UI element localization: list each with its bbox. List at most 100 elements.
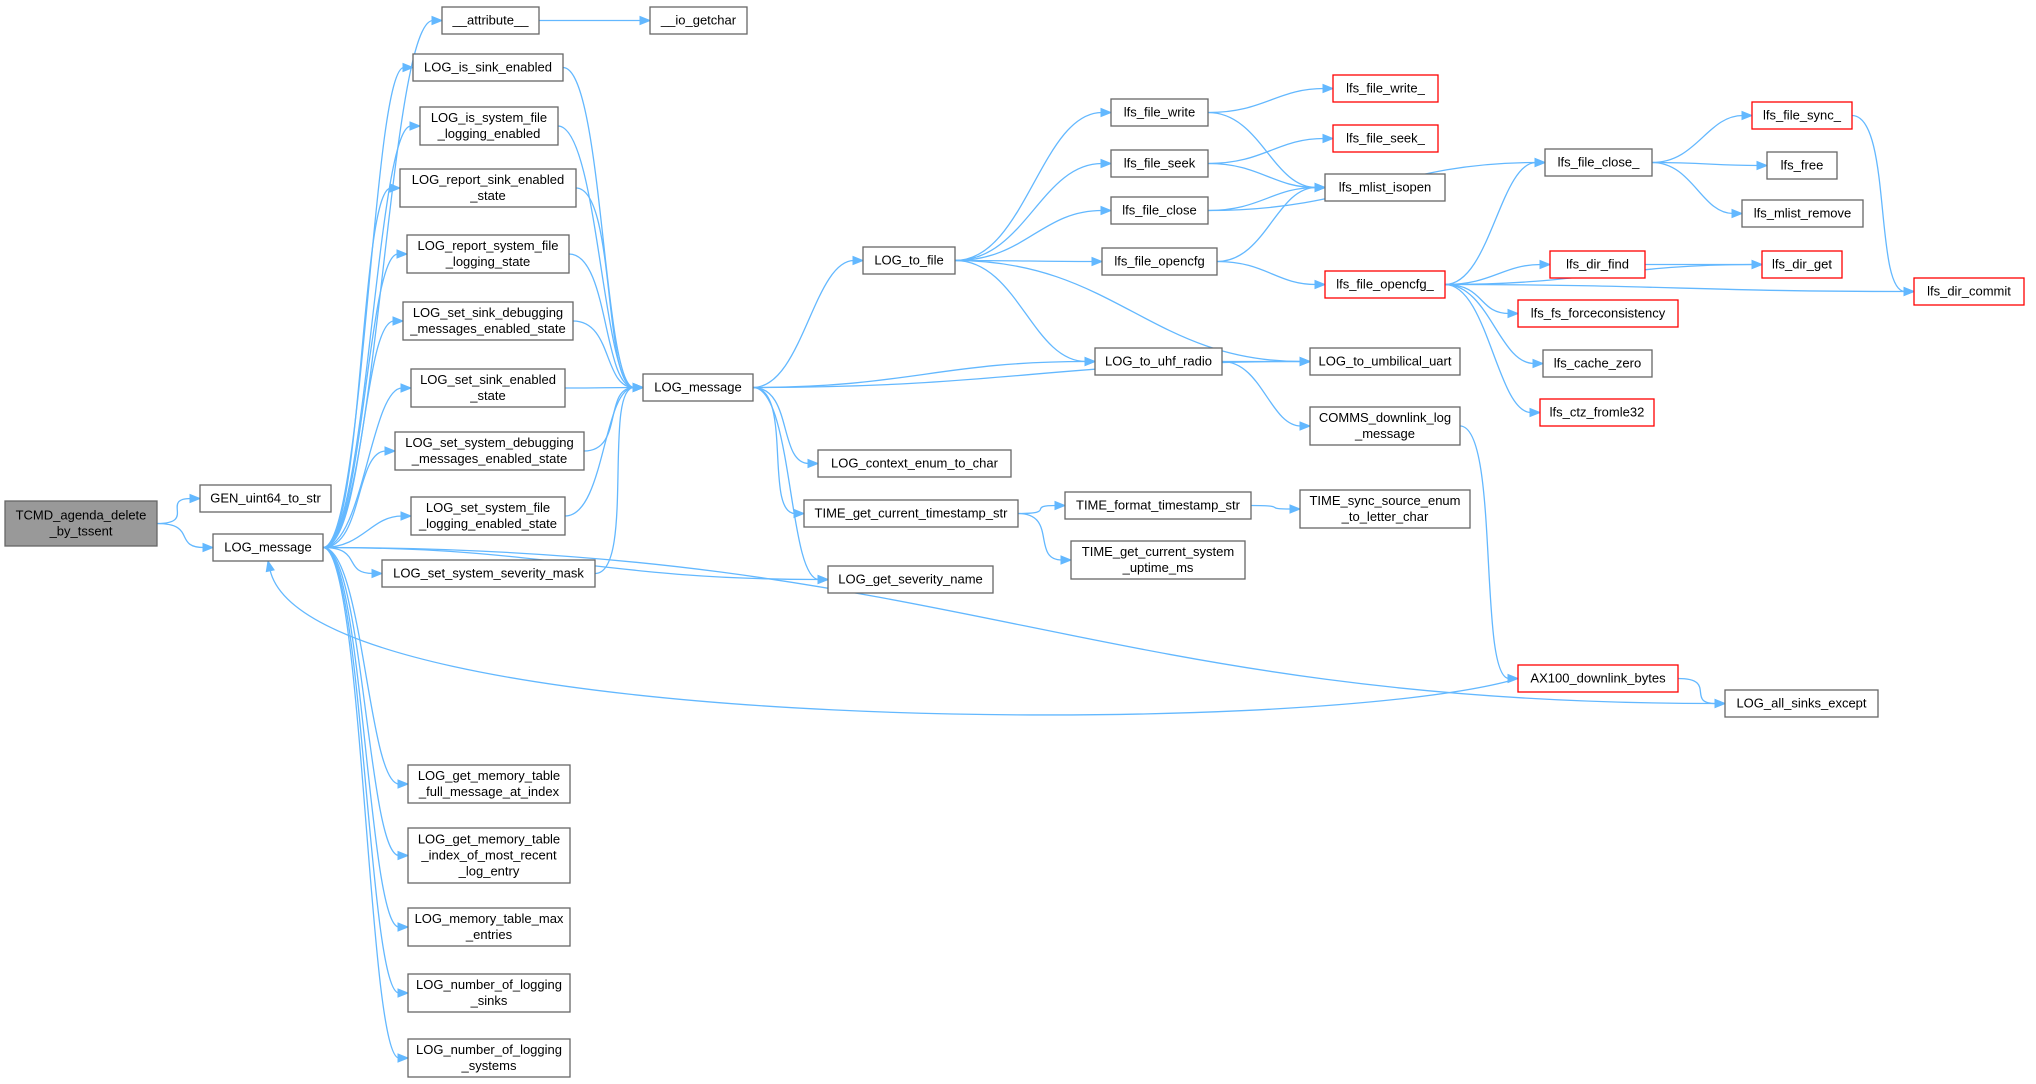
- node-box[interactable]: [1544, 148, 1653, 177]
- node-box[interactable]: [1309, 406, 1461, 446]
- node-lfs-file-seek-[interactable]: lfs_file_seek_: [1332, 124, 1439, 153]
- node-box[interactable]: [803, 499, 1019, 528]
- node-box[interactable]: [1110, 196, 1209, 225]
- node-box[interactable]: [419, 106, 559, 146]
- node-lfs-dir-commit[interactable]: lfs_dir_commit: [1913, 277, 2025, 306]
- node-time-ts-str[interactable]: TIME_get_current_timestamp_str: [803, 499, 1019, 528]
- node-num-sinks[interactable]: LOG_number_of_logging_sinks: [407, 973, 571, 1013]
- node-box[interactable]: [394, 431, 585, 471]
- node-box[interactable]: [1324, 270, 1446, 299]
- node-box[interactable]: [642, 373, 754, 402]
- node-lfs-file-close-[interactable]: lfs_file_close_: [1544, 148, 1653, 177]
- node-lfs-file-opencfg[interactable]: lfs_file_opencfg: [1101, 247, 1218, 276]
- node-box[interactable]: [1094, 347, 1223, 376]
- node-set-system-file[interactable]: LOG_set_system_file_logging_enabled_stat…: [410, 496, 566, 536]
- node-box[interactable]: [1101, 247, 1218, 276]
- node-lfs-mlist-isopen[interactable]: lfs_mlist_isopen: [1324, 173, 1446, 202]
- node-lfs-file-seek[interactable]: lfs_file_seek: [1110, 149, 1209, 178]
- node-time-uptime[interactable]: TIME_get_current_system_uptime_ms: [1070, 540, 1246, 580]
- node-box[interactable]: [412, 53, 564, 82]
- node-box[interactable]: [381, 559, 596, 588]
- node-box[interactable]: [407, 764, 571, 804]
- node-root[interactable]: TCMD_agenda_delete_by_tssent: [4, 500, 158, 547]
- node-mem-full-msg[interactable]: LOG_get_memory_table_full_message_at_ind…: [407, 764, 571, 804]
- node-box[interactable]: [1332, 124, 1439, 153]
- node-is-sink-enabled[interactable]: LOG_is_sink_enabled: [412, 53, 564, 82]
- node-severity-name[interactable]: LOG_get_severity_name: [827, 565, 994, 594]
- node-box[interactable]: [817, 449, 1012, 478]
- node-report-system-file[interactable]: LOG_report_system_file_logging_state: [406, 234, 570, 274]
- node-comms-downlink[interactable]: COMMS_downlink_log_message: [1309, 406, 1461, 446]
- node-log-all-sinks[interactable]: LOG_all_sinks_except: [1724, 689, 1879, 718]
- node-box[interactable]: [1761, 250, 1843, 279]
- node-box[interactable]: [1766, 151, 1838, 180]
- node-box[interactable]: [1332, 74, 1439, 103]
- node-set-sink-debug[interactable]: LOG_set_sink_debugging_messages_enabled_…: [402, 301, 574, 341]
- node-box[interactable]: [862, 246, 956, 275]
- node-lfs-dir-get[interactable]: lfs_dir_get: [1761, 250, 1843, 279]
- node-box[interactable]: [410, 496, 566, 536]
- node-time-fmt[interactable]: TIME_format_timestamp_str: [1064, 491, 1252, 520]
- node-box[interactable]: [4, 500, 158, 547]
- node-box[interactable]: [1070, 540, 1246, 580]
- node-box[interactable]: [407, 973, 571, 1013]
- node-box[interactable]: [441, 6, 540, 35]
- node-box[interactable]: [1751, 101, 1853, 130]
- node-log-msg-a[interactable]: LOG_message: [212, 533, 324, 562]
- node-box[interactable]: [1064, 491, 1252, 520]
- node-lfs-dir-find[interactable]: lfs_dir_find: [1549, 250, 1646, 279]
- node-lfs-ctz-fromle32[interactable]: lfs_ctz_fromle32: [1539, 398, 1655, 427]
- node-box[interactable]: [1309, 347, 1461, 376]
- node-set-system-debug[interactable]: LOG_set_system_debugging_messages_enable…: [394, 431, 585, 471]
- node-lfs-file-close[interactable]: lfs_file_close: [1110, 196, 1209, 225]
- node-report-sink[interactable]: LOG_report_sink_enabled_state: [399, 168, 577, 208]
- node-lfs-mlist-remove[interactable]: lfs_mlist_remove: [1741, 199, 1864, 228]
- node-lfs-file-write-[interactable]: lfs_file_write_: [1332, 74, 1439, 103]
- node-box[interactable]: [402, 301, 574, 341]
- node-box[interactable]: [1110, 98, 1209, 127]
- node-num-systems[interactable]: LOG_number_of_logging_systems: [407, 1038, 571, 1078]
- node-time-sync-src[interactable]: TIME_sync_source_enum_to_letter_char: [1299, 489, 1471, 529]
- node-box[interactable]: [1539, 398, 1655, 427]
- node-box[interactable]: [827, 565, 994, 594]
- node-box[interactable]: [407, 907, 571, 947]
- node-box[interactable]: [399, 168, 577, 208]
- node-box[interactable]: [1913, 277, 2025, 306]
- node-box[interactable]: [1324, 173, 1446, 202]
- node-log-to-file[interactable]: LOG_to_file: [862, 246, 956, 275]
- node-mem-max[interactable]: LOG_memory_table_max_entries: [407, 907, 571, 947]
- node-mem-index-recent[interactable]: LOG_get_memory_table_index_of_most_recen…: [407, 827, 571, 884]
- node-box[interactable]: [1517, 299, 1679, 328]
- node-box[interactable]: [1741, 199, 1864, 228]
- node-lfs-free[interactable]: lfs_free: [1766, 151, 1838, 180]
- node-box[interactable]: [407, 1038, 571, 1078]
- node-lfs-file-opencfg-[interactable]: lfs_file_opencfg_: [1324, 270, 1446, 299]
- node-attribute[interactable]: __attribute__: [441, 6, 540, 35]
- node-ax100[interactable]: AX100_downlink_bytes: [1517, 664, 1679, 693]
- node-lfs-cache-zero[interactable]: lfs_cache_zero: [1542, 349, 1653, 378]
- node-box[interactable]: [1110, 149, 1209, 178]
- node-gen-uint64[interactable]: GEN_uint64_to_str: [199, 484, 332, 513]
- node-box[interactable]: [199, 484, 332, 513]
- node-box[interactable]: [212, 533, 324, 562]
- node-is-system-file[interactable]: LOG_is_system_file_logging_enabled: [419, 106, 559, 146]
- node-set-severity-mask[interactable]: LOG_set_system_severity_mask: [381, 559, 596, 588]
- node-box[interactable]: [1549, 250, 1646, 279]
- node-lfs-fs-force[interactable]: lfs_fs_forceconsistency: [1517, 299, 1679, 328]
- node-lfs-file-write[interactable]: lfs_file_write: [1110, 98, 1209, 127]
- node-box[interactable]: [407, 827, 571, 884]
- node-log-msg-b[interactable]: LOG_message: [642, 373, 754, 402]
- node-ctx-enum[interactable]: LOG_context_enum_to_char: [817, 449, 1012, 478]
- node-set-sink-enabled[interactable]: LOG_set_sink_enabled_state: [410, 368, 566, 408]
- node-box[interactable]: [406, 234, 570, 274]
- node-box[interactable]: [649, 6, 748, 35]
- node-lfs-file-sync-[interactable]: lfs_file_sync_: [1751, 101, 1853, 130]
- node-box[interactable]: [1542, 349, 1653, 378]
- node-box[interactable]: [1724, 689, 1879, 718]
- node-box[interactable]: [1517, 664, 1679, 693]
- node-io-getchar[interactable]: __io_getchar: [649, 6, 748, 35]
- node-box[interactable]: [410, 368, 566, 408]
- node-log-to-uhf[interactable]: LOG_to_uhf_radio: [1094, 347, 1223, 376]
- node-box[interactable]: [1299, 489, 1471, 529]
- node-log-to-umbilical[interactable]: LOG_to_umbilical_uart: [1309, 347, 1461, 376]
